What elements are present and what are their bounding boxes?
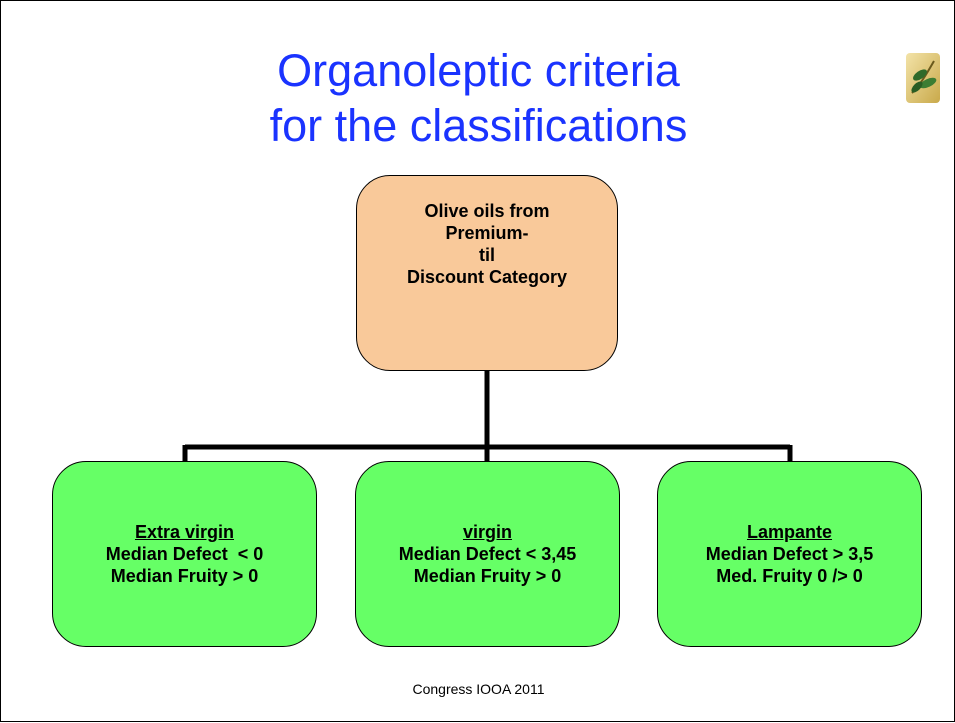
- node-defect: Median Defect < 0: [105, 544, 264, 564]
- footer-text: Congress IOOA 2011: [412, 681, 545, 697]
- node-defect: Median Defect < 3,45: [398, 544, 577, 564]
- olive-branch-icon: [906, 53, 940, 103]
- root-node: Olive oils from Premium- til Discount Ca…: [356, 175, 618, 371]
- root-line-4: Discount Category: [406, 267, 568, 287]
- node-heading: virgin: [462, 522, 512, 542]
- title-line-1: Organoleptic criteria: [277, 45, 680, 96]
- node-lampante: Lampante Median Defect > 3,5 Med. Fruity…: [657, 461, 922, 647]
- root-line-3: til: [479, 245, 495, 265]
- node-virgin: virgin Median Defect < 3,45 Median Fruit…: [355, 461, 620, 647]
- node-fruity: Median Fruity > 0: [110, 566, 259, 586]
- node-defect: Median Defect > 3,5: [705, 544, 874, 564]
- node-heading: Extra virgin: [134, 522, 235, 542]
- node-extra-virgin: Extra virgin Median Defect < 0 Median Fr…: [52, 461, 317, 647]
- node-heading: Lampante: [746, 522, 833, 542]
- root-line-1: Olive oils from: [424, 201, 550, 221]
- node-fruity: Median Fruity > 0: [413, 566, 562, 586]
- title-line-2: for the classifications: [269, 100, 688, 151]
- node-fruity: Med. Fruity 0 /> 0: [716, 566, 863, 586]
- slide-title: Organoleptic criteria for the classifica…: [1, 43, 955, 153]
- root-line-2: Premium-: [445, 223, 529, 243]
